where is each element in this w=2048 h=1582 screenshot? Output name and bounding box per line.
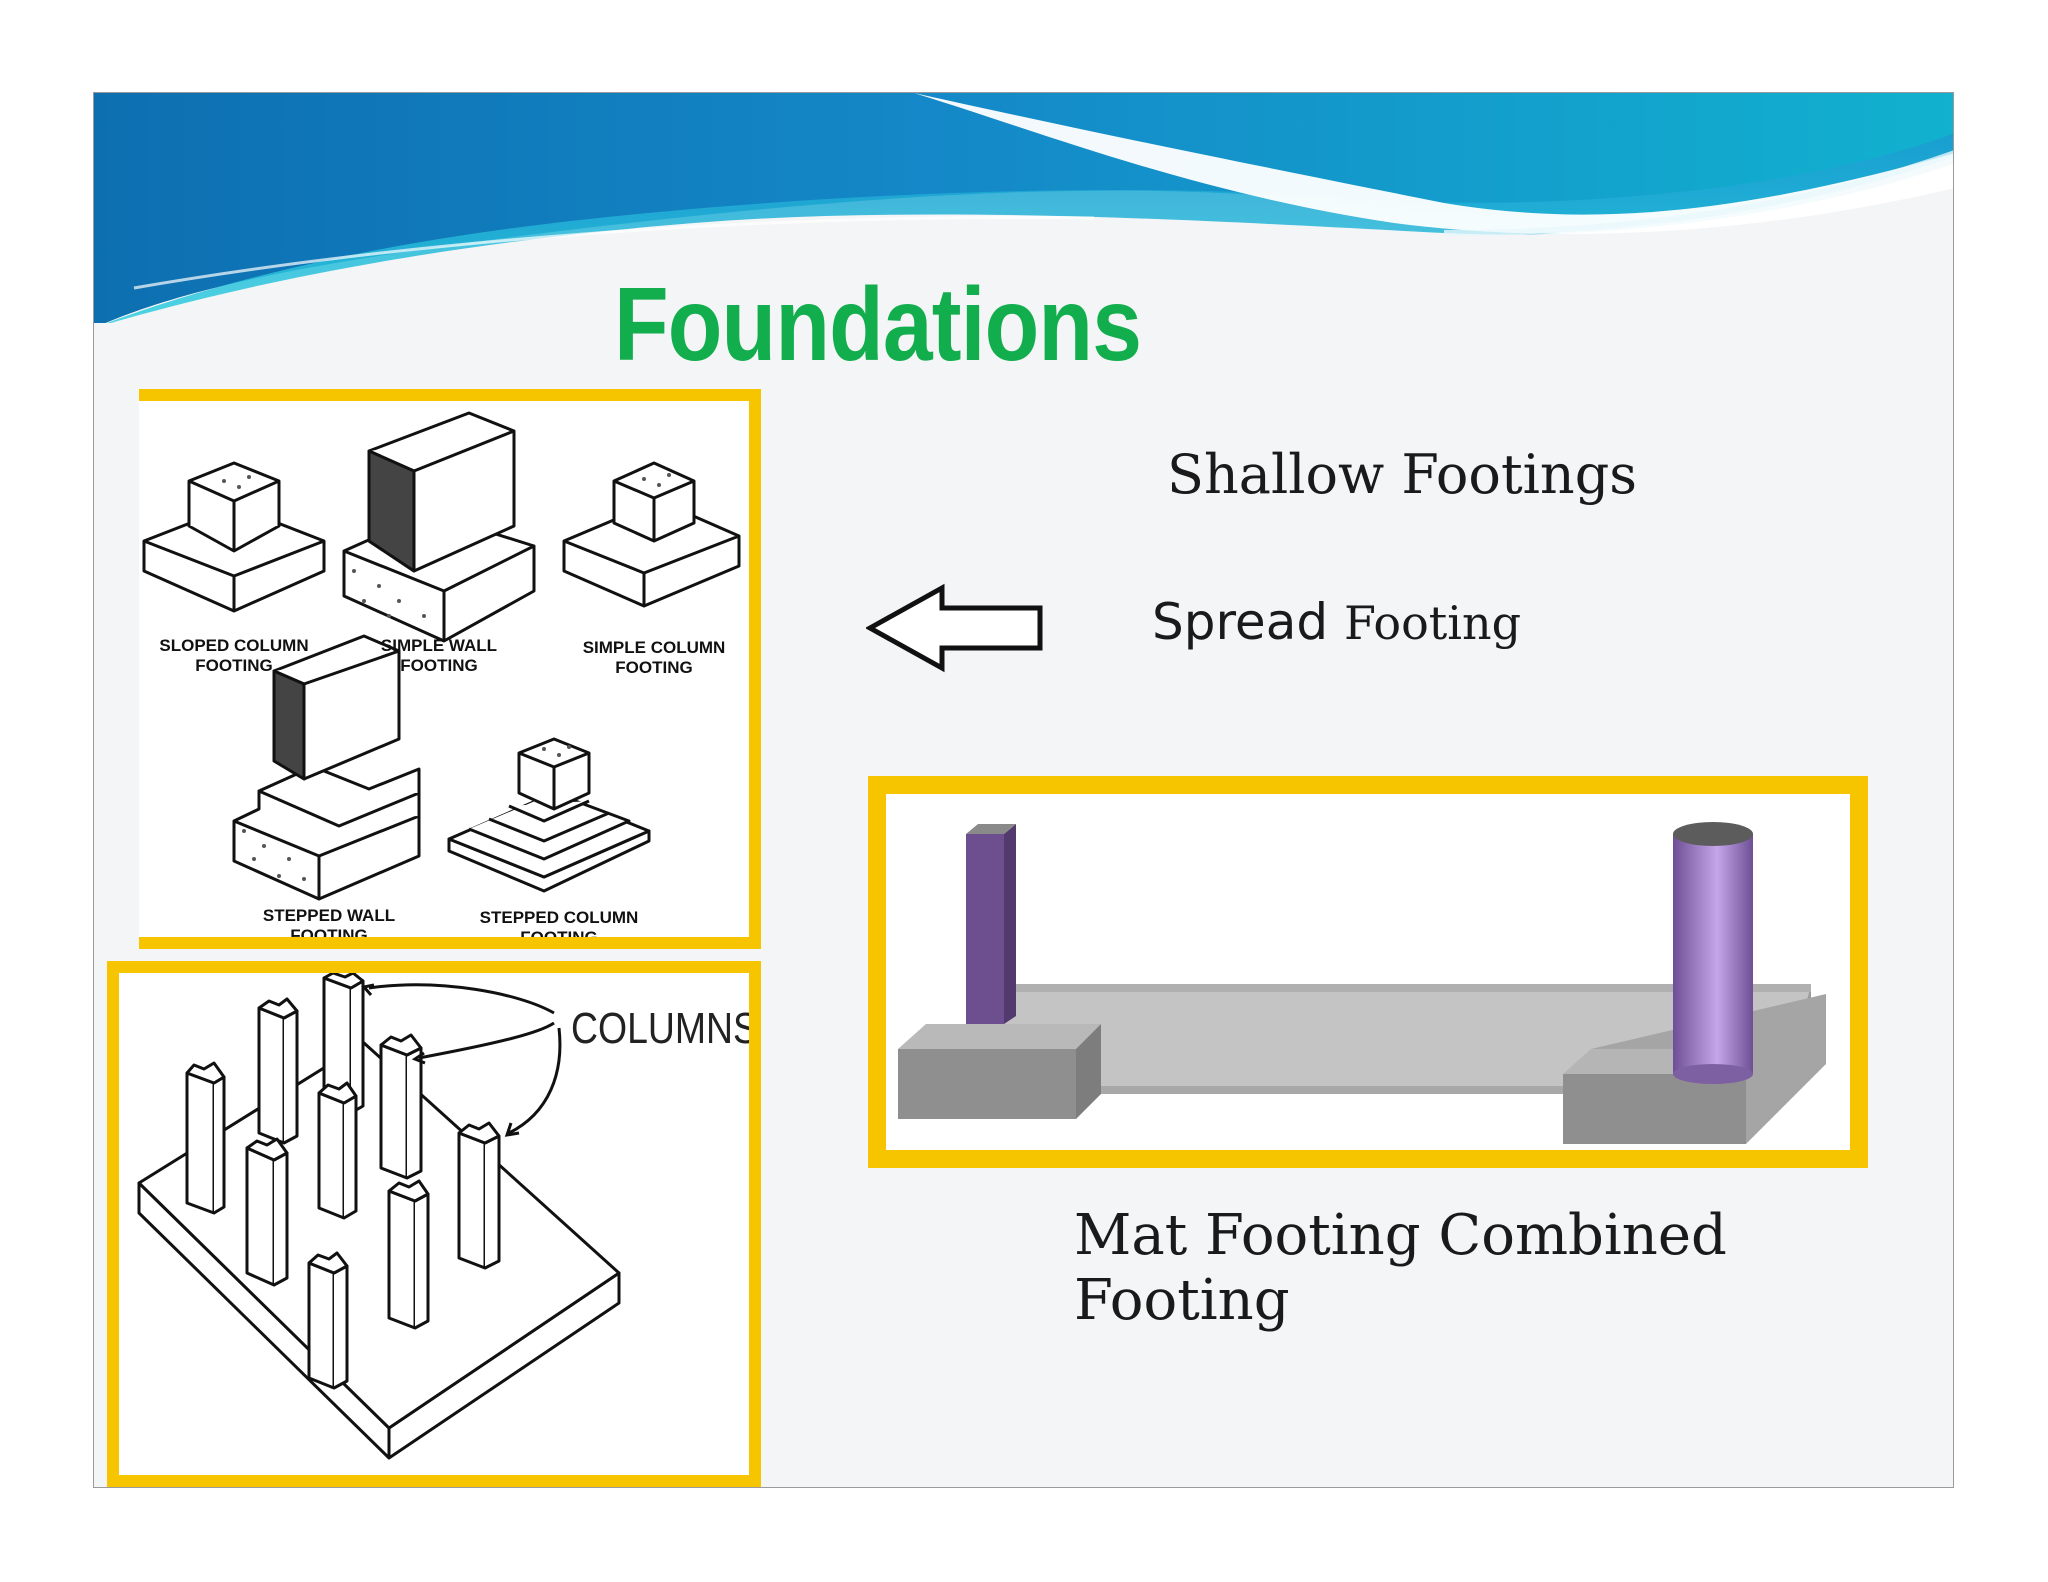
- left-footing-front: [898, 1049, 1076, 1119]
- footing-word: Footing: [1343, 596, 1522, 650]
- spread-footing-label: Spread Footing: [1152, 593, 1521, 651]
- column-2: [257, 997, 299, 1145]
- columns-label: COLUMNS: [571, 1003, 749, 1053]
- spread-word: Spread: [1152, 593, 1329, 651]
- column-4: [245, 1137, 289, 1287]
- sloped-column-footing-drawing: [142, 461, 326, 613]
- right-column: [1673, 834, 1753, 1074]
- left-column: [966, 834, 1004, 1024]
- column-9: [457, 1121, 501, 1270]
- combined-footing-figure: [868, 776, 1868, 1168]
- column-6: [379, 1033, 423, 1180]
- wave-banner: [94, 93, 1953, 323]
- column-8: [387, 1179, 430, 1330]
- caption-stepped-wall-2: FOOTING: [290, 926, 367, 937]
- left-footing-top: [898, 1024, 1101, 1049]
- simple-column-footing-drawing: [562, 461, 741, 608]
- shallow-footings-heading: Shallow Footings: [1167, 443, 1637, 506]
- column-5: [317, 1081, 358, 1220]
- caption-simple-wall-1: SIMPLE WALL: [381, 636, 497, 655]
- caption-sloped-column-1: SLOPED COLUMN: [159, 636, 308, 655]
- column-7: [307, 1251, 349, 1390]
- caption-sloped-column-2: FOOTING: [195, 656, 272, 675]
- slide: Foundations Shallow Footings Spread Foot…: [93, 92, 1954, 1488]
- spread-footings-figure: SLOPED COLUMN FOOTING SIMPLE WALL FOOTIN…: [139, 389, 761, 949]
- slide-title: Foundations: [614, 267, 1142, 383]
- column-1: [185, 1061, 226, 1215]
- caption-stepped-wall-1: STEPPED WALL: [263, 906, 395, 925]
- stepped-wall-footing-drawing: [232, 634, 421, 901]
- mat-combined-caption: Mat Footing Combined Footing: [1074, 1203, 1727, 1333]
- caption-simple-column-2: FOOTING: [615, 658, 692, 677]
- caption-stepped-column-1: STEPPED COLUMN: [480, 908, 639, 927]
- caption-simple-column-1: SIMPLE COLUMN: [583, 638, 726, 657]
- caption-stepped-column-2: FOOTING: [520, 928, 597, 937]
- mat-footing-figure: COLUMNS: [107, 961, 761, 1487]
- right-footing-front: [1563, 1074, 1746, 1144]
- left-arrow-icon: [866, 583, 1043, 673]
- stepped-column-footing-drawing: [447, 737, 651, 893]
- caption-simple-wall-2: FOOTING: [400, 656, 477, 675]
- simple-wall-footing-drawing: [342, 411, 536, 643]
